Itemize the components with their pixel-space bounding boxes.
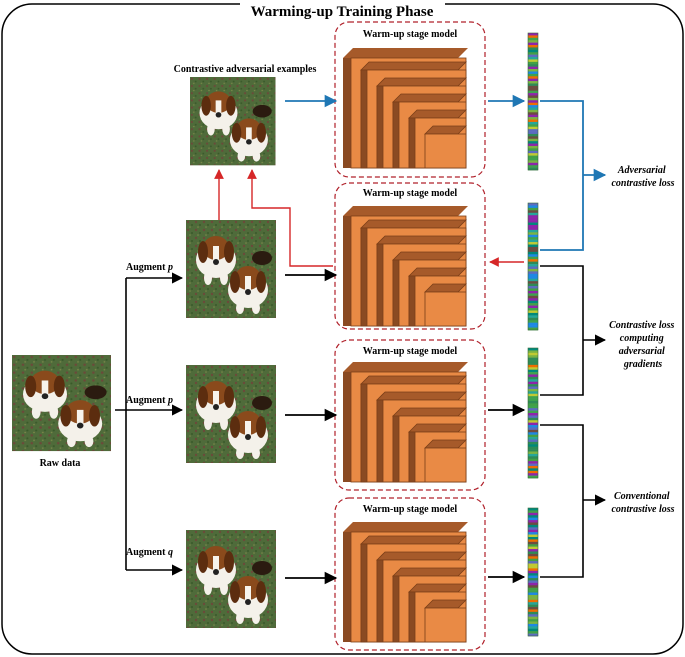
image-to-model-arrows — [285, 94, 338, 585]
raw-to-augment-arrows — [115, 272, 184, 576]
diagram-title: Warming-up Training Phase — [251, 4, 434, 20]
adversarial-loss-bracket — [540, 100, 607, 251]
feature-vector-icon — [527, 507, 539, 637]
adversarial-loss-label: Adversarial contrastive loss — [611, 165, 674, 189]
gradient-arrows — [214, 169, 524, 267]
model-label-1: Warm-up stage model — [363, 29, 458, 40]
model-label-3: Warm-up stage model — [363, 346, 458, 357]
model-box-3: Warm-up stage model — [334, 339, 486, 491]
feature-vectors — [527, 32, 539, 637]
conventional-loss-bracket — [540, 424, 607, 578]
model-box-2: Warm-up stage model — [334, 182, 486, 330]
augment-label-3: Augment q — [126, 547, 173, 558]
title-background — [240, 0, 445, 20]
raw-data-image — [12, 355, 111, 452]
feature-vector-icon — [527, 347, 539, 479]
model-box-1: Warm-up stage model — [334, 21, 486, 178]
augment-image-2 — [186, 365, 276, 463]
layered-model-icon — [342, 521, 474, 643]
model-label-4: Warm-up stage model — [363, 504, 458, 515]
augment-image-1 — [186, 220, 276, 318]
model-box-4: Warm-up stage model — [334, 497, 486, 651]
adversarial-example-image — [190, 77, 276, 166]
augment-label-2: Augment p — [126, 395, 173, 406]
model-to-feature-arrows — [488, 94, 526, 584]
gradients-loss-label: Contrastive loss computing adversarial g… — [609, 320, 677, 370]
contrastive-adversarial-label: Contrastive adversarial examples — [174, 64, 317, 75]
conventional-loss-label: Conventional contrastive loss — [611, 491, 674, 515]
layered-model-icon — [342, 47, 474, 169]
layered-model-icon — [342, 205, 474, 327]
augment-label-1: Augment p — [126, 262, 173, 273]
augment-image-3 — [186, 530, 276, 628]
gradients-loss-bracket — [540, 265, 607, 396]
raw-data-label: Raw data — [40, 458, 81, 469]
model-label-2: Warm-up stage model — [363, 188, 458, 199]
layered-model-icon — [342, 361, 474, 483]
feature-vector-icon — [527, 32, 539, 171]
feature-vector-icon — [527, 202, 539, 331]
